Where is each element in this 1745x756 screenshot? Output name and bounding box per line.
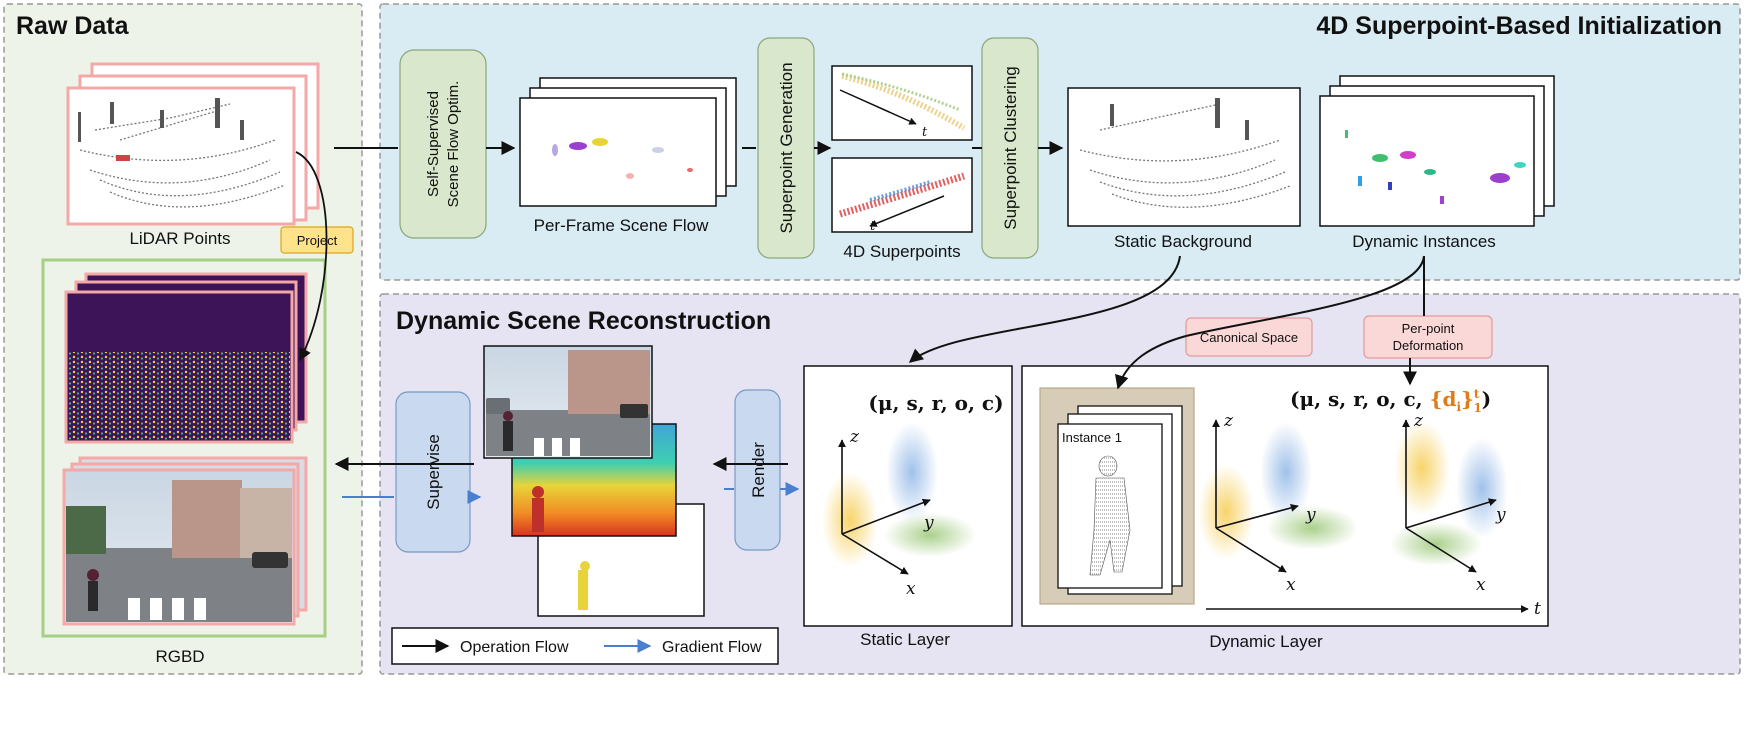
legend-gradient-flow: Gradient Flow bbox=[662, 639, 762, 656]
reconstruction-panel: Dynamic Scene Reconstruction Supervise R… bbox=[379, 293, 1741, 675]
legend-operation-flow: Operation Flow bbox=[460, 639, 569, 656]
supervise-label: Supervise bbox=[424, 434, 443, 510]
dynamic-instances-caption: Dynamic Instances bbox=[1352, 232, 1496, 251]
deformation-line1: Per-point bbox=[1402, 321, 1455, 336]
dyn1-axis-y: y bbox=[1305, 505, 1316, 525]
dynamic-params-end: ) bbox=[1482, 387, 1491, 411]
lidar-point-cloud bbox=[79, 103, 286, 208]
superpoint-t-top: t bbox=[922, 125, 928, 140]
dyn2-axis-x: x bbox=[1476, 575, 1486, 595]
scene-flow-stack bbox=[519, 77, 737, 207]
superpoint-plot-top: t bbox=[831, 65, 973, 141]
deformation-line2: Deformation bbox=[1393, 338, 1464, 353]
scene-flow-caption: Per-Frame Scene Flow bbox=[534, 216, 709, 235]
dynamic-params-i: i bbox=[1456, 400, 1461, 414]
dynamic-layer-caption: Dynamic Layer bbox=[1209, 632, 1323, 651]
superpoint-t-bottom: t bbox=[870, 219, 876, 234]
superpoint-plot-bottom: t bbox=[831, 157, 973, 234]
raw-data-title: Raw Data bbox=[16, 12, 130, 40]
static-axis-z: z bbox=[849, 427, 860, 447]
static-axis-y: y bbox=[923, 513, 934, 533]
dyn2-axis-z: z bbox=[1413, 411, 1424, 431]
dynamic-params-sup: t bbox=[1474, 387, 1480, 401]
supervise-box bbox=[395, 391, 471, 553]
instance-label: Instance 1 bbox=[1062, 430, 1122, 445]
superpoints-caption: 4D Superpoints bbox=[843, 242, 960, 261]
static-params: (μ, s, r, o, c) bbox=[868, 391, 1003, 415]
dynamic-params-close: } bbox=[1461, 387, 1474, 411]
superpoint-generation-label: Superpoint Generation bbox=[777, 62, 796, 233]
superpoint-clustering-label: Superpoint Clustering bbox=[1001, 66, 1020, 229]
static-axis-x: x bbox=[906, 579, 916, 599]
depth-frame-stack bbox=[64, 272, 308, 444]
lidar-caption: LiDAR Points bbox=[129, 229, 230, 248]
render-label: Render bbox=[749, 442, 768, 498]
flow-optim-line2: Scene Flow Optim. bbox=[445, 81, 462, 208]
dyn2-axis-y: y bbox=[1495, 505, 1506, 525]
recon-flow-arrows bbox=[334, 255, 1425, 504]
svg-text:Self-Supervised: Self-Supervised bbox=[425, 91, 442, 197]
dynamic-params-sub: 1 bbox=[1473, 401, 1481, 415]
raw-data-panel: Raw Data LiDAR Points bbox=[3, 3, 363, 675]
dyn1-axis-x: x bbox=[1286, 575, 1296, 595]
rendered-image-stack bbox=[483, 345, 705, 617]
canonical-space-label: Canonical Space bbox=[1200, 330, 1298, 345]
project-tag: Project bbox=[280, 226, 354, 254]
scene-flow-optim-box bbox=[399, 49, 487, 239]
project-arrow bbox=[295, 151, 328, 362]
flow-optim-line1: Self-Supervised bbox=[425, 91, 442, 197]
static-layer-panel: (μ, s, r, o, c) z y x bbox=[803, 365, 1013, 627]
initialization-panel: 4D Superpoint-Based Initialization Self-… bbox=[379, 3, 1741, 281]
render-box bbox=[734, 389, 781, 551]
rgb-frame-stack bbox=[62, 456, 308, 626]
rgbd-caption: RGBD bbox=[155, 647, 204, 666]
static-background-caption: Static Background bbox=[1114, 232, 1252, 251]
dyn1-axis-z: z bbox=[1223, 411, 1234, 431]
lidar-frame-stack bbox=[66, 62, 320, 226]
instance-point-cloud bbox=[1089, 455, 1131, 576]
dynamic-instances-stack bbox=[1319, 75, 1555, 227]
dynamic-params-d: {d bbox=[1430, 387, 1457, 411]
time-axis-label: t bbox=[1534, 599, 1541, 619]
init-title: 4D Superpoint-Based Initialization bbox=[1316, 12, 1722, 40]
static-background-frame bbox=[1067, 87, 1301, 227]
static-layer-caption: Static Layer bbox=[860, 630, 950, 649]
deformation-tag: Per-point Deformation bbox=[1363, 315, 1493, 359]
project-label: Project bbox=[297, 233, 338, 248]
legend: Operation Flow Gradient Flow bbox=[391, 627, 779, 665]
dynamic-params-prefix: (μ, s, r, o, c, bbox=[1290, 387, 1430, 411]
recon-title: Dynamic Scene Reconstruction bbox=[396, 307, 771, 335]
svg-text:Scene Flow Optim.: Scene Flow Optim. bbox=[445, 81, 462, 208]
